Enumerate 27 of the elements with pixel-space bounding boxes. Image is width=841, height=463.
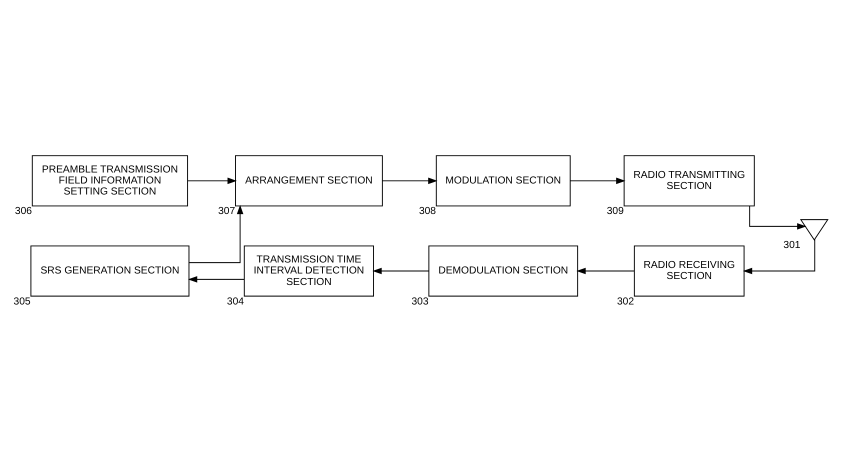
node-box: RADIO TRANSMITTING SECTION (624, 155, 755, 206)
arrow (576, 268, 635, 274)
node-label: 304 (226, 296, 244, 308)
node-label: 307 (218, 206, 236, 218)
arrow (570, 178, 626, 184)
node-label: 308 (418, 206, 436, 218)
node-antenna (800, 219, 829, 241)
node-box: PREAMBLE TRANSMISSION FIELD INFORMATION SETTING SECTION (32, 155, 188, 206)
node-label: 309 (606, 206, 624, 218)
node-label: 303 (412, 296, 429, 308)
node-box: SRS GENERATION SECTION (30, 245, 190, 297)
node-label: 306 (14, 206, 32, 218)
arrow (749, 206, 806, 230)
node-label: 301 (783, 240, 800, 252)
arrow (742, 238, 816, 274)
node-box: ARRANGEMENT SECTION (235, 155, 383, 206)
arrow (188, 204, 244, 264)
arrow (372, 268, 430, 274)
arrow (382, 178, 438, 184)
arrow (187, 178, 237, 184)
node-box: RADIO RECEIVING SECTION (634, 245, 745, 297)
node-box: MODULATION SECTION (436, 155, 571, 206)
node-label: 302 (616, 296, 634, 308)
node-label: 305 (14, 296, 31, 308)
node-box: DEMODULATION SECTION (428, 245, 578, 297)
node-box: TRANSMISSION TIME INTERVAL DETECTION SECTION (244, 245, 374, 297)
arrow (188, 276, 244, 283)
